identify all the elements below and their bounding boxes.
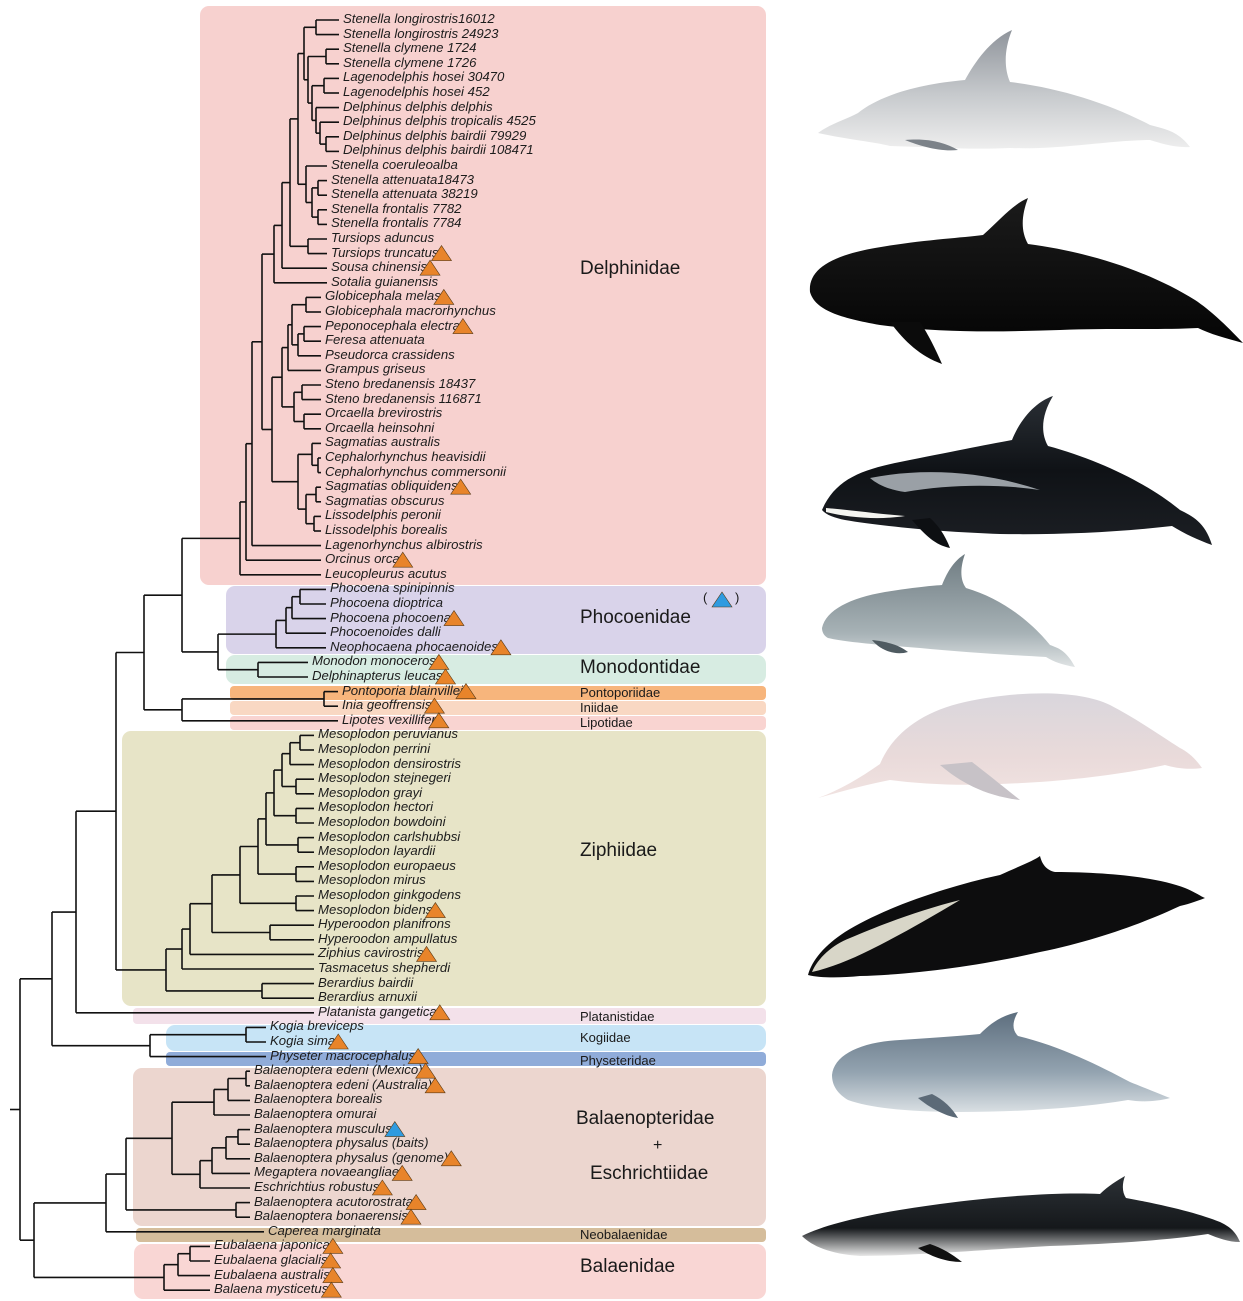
porpoise-illustration [822, 554, 1075, 667]
pilot-whale-illustration [810, 198, 1243, 343]
dusky-dolphin-illustration [822, 396, 1212, 545]
spinner-dolphin-illustration [818, 30, 1190, 149]
pygmy-sperm-whale-illustration [832, 1012, 1170, 1112]
river-dolphin-illustration [818, 693, 1202, 798]
rorqual-illustration [802, 1176, 1240, 1256]
beaked-whale-illustration [808, 856, 1205, 977]
